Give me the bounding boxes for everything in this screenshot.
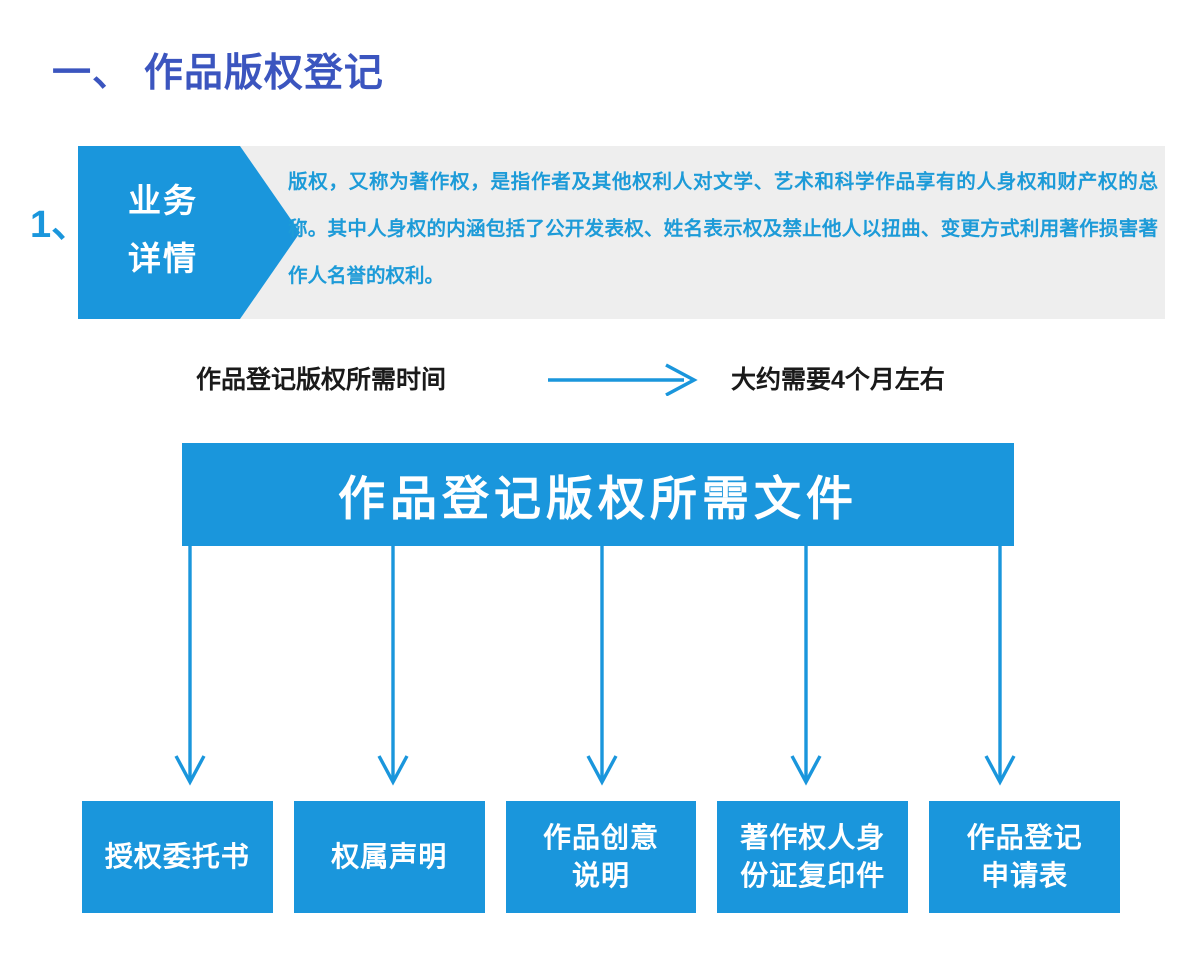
document-box-2[interactable]: 权属声明: [293, 801, 485, 913]
page-title: 一、 作品版权登记: [52, 52, 384, 95]
document-box-5[interactable]: 作品登记申请表: [929, 801, 1120, 913]
business-detail-band: 1、 业务 详情 版权，又称为著作权，是指作者及其他权利人对文学、艺术和科学作品…: [0, 146, 1200, 319]
document-box-3[interactable]: 作品创意说明: [505, 801, 697, 913]
business-detail-body-text: 版权，又称为著作权，是指作者及其他权利人对文学、艺术和科学作品享有的人身权和财产…: [288, 171, 1158, 287]
right-arrow-icon: [548, 363, 698, 396]
tag-label-line-1: 业务: [128, 182, 198, 219]
documents-header-title: 作品登记版权所需文件: [338, 472, 858, 525]
duration-row: 作品登记版权所需时间 大约需要4个月左右: [0, 360, 1200, 400]
detail-text-panel: [240, 146, 1165, 319]
tag-label-line-2: 详情: [128, 240, 198, 277]
document-boxes-row: 授权委托书 权属声明 作品创意说明 著作权人身份证复印件 作品登记申请表: [82, 801, 1120, 913]
document-box-1[interactable]: 授权委托书: [82, 801, 273, 913]
documents-header-box: 作品登记版权所需文件: [182, 443, 1014, 546]
connector-arrows: [174, 546, 1016, 786]
duration-value: 大约需要4个月左右: [731, 366, 945, 394]
document-box-4[interactable]: 著作权人身份证复印件: [717, 801, 909, 913]
business-detail-tag-label: 业务 详情: [78, 172, 248, 288]
duration-label: 作品登记版权所需时间: [196, 366, 447, 394]
